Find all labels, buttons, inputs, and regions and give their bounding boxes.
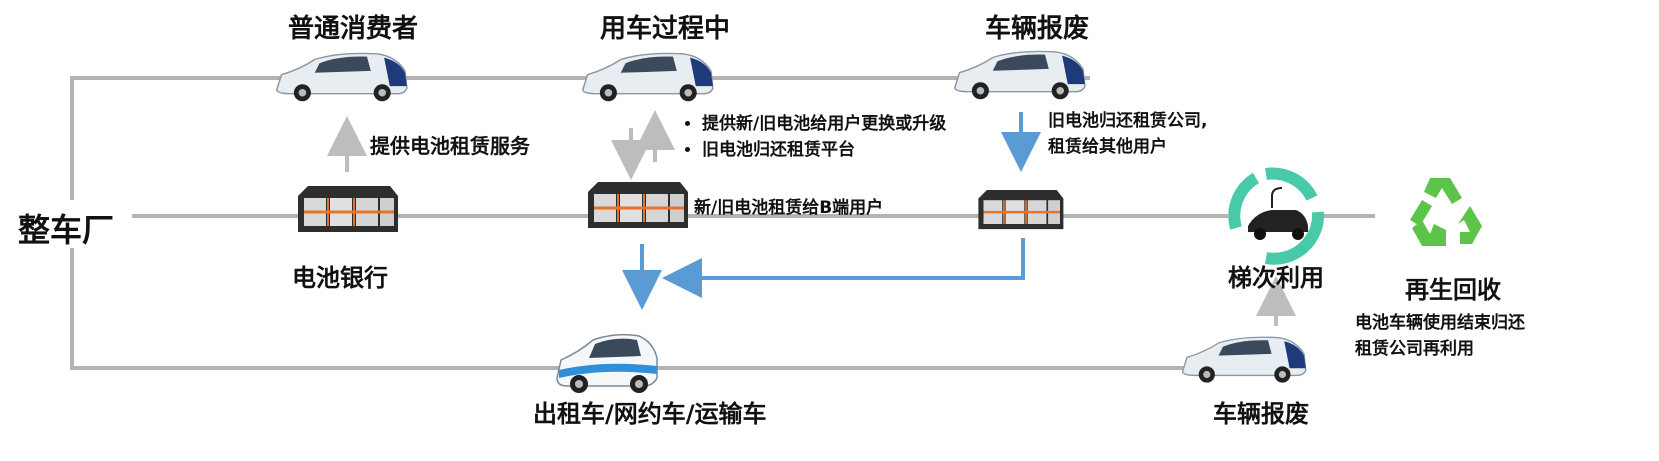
- battery-pack-icon: [296, 184, 400, 234]
- label-line: 租赁给其他用户: [1048, 137, 1167, 157]
- car-icon: [1181, 336, 1307, 384]
- label-line: 租赁公司再利用: [1355, 339, 1474, 359]
- car-icon: [582, 52, 714, 103]
- label-line: 旧电池归还租赁公司,: [1048, 111, 1208, 131]
- node-recycle: 再生回收: [1405, 276, 1501, 304]
- node-scrap-bottom: 车辆报废: [1213, 400, 1309, 428]
- label-lease-service: 提供电池租赁服务: [370, 134, 530, 158]
- label-line: 电池车辆使用结束归还: [1355, 313, 1525, 333]
- blue-arrows: [622, 112, 1041, 310]
- node-fleet: 出租车/网约车/运输车: [533, 400, 767, 428]
- label-return-lease: 旧电池归还租赁公司, 租赁给其他用户: [1048, 108, 1207, 160]
- label-recycle-note: 电池车辆使用结束归还 租赁公司再利用: [1355, 310, 1525, 362]
- node-scrap-top: 车辆报废: [985, 14, 1090, 44]
- recycle-icon: [1410, 178, 1482, 246]
- node-factory: 整车厂: [18, 211, 115, 249]
- battery-pack-icon: [586, 180, 690, 230]
- car-icon: [954, 50, 1086, 101]
- battery-pack-icon: [977, 188, 1065, 231]
- bullet-item: 提供新/旧电池给用户更换或升级: [702, 111, 946, 137]
- car-icon: [276, 52, 408, 103]
- gray-arrows: [327, 110, 1296, 326]
- label-b-end-lease: 新/旧电池租赁给B端用户: [694, 198, 884, 218]
- bullet-item: 旧电池归还租赁平台: [702, 137, 946, 163]
- charging-car-icon: [1228, 167, 1325, 265]
- node-battery-bank: 电池银行: [292, 264, 388, 292]
- node-cascade: 梯次利用: [1228, 264, 1324, 292]
- taxi-icon: [556, 333, 658, 393]
- node-in-use: 用车过程中: [600, 14, 731, 44]
- label-bullets: 提供新/旧电池给用户更换或升级 旧电池归还租赁平台: [680, 111, 946, 163]
- node-consumer: 普通消费者: [288, 14, 419, 44]
